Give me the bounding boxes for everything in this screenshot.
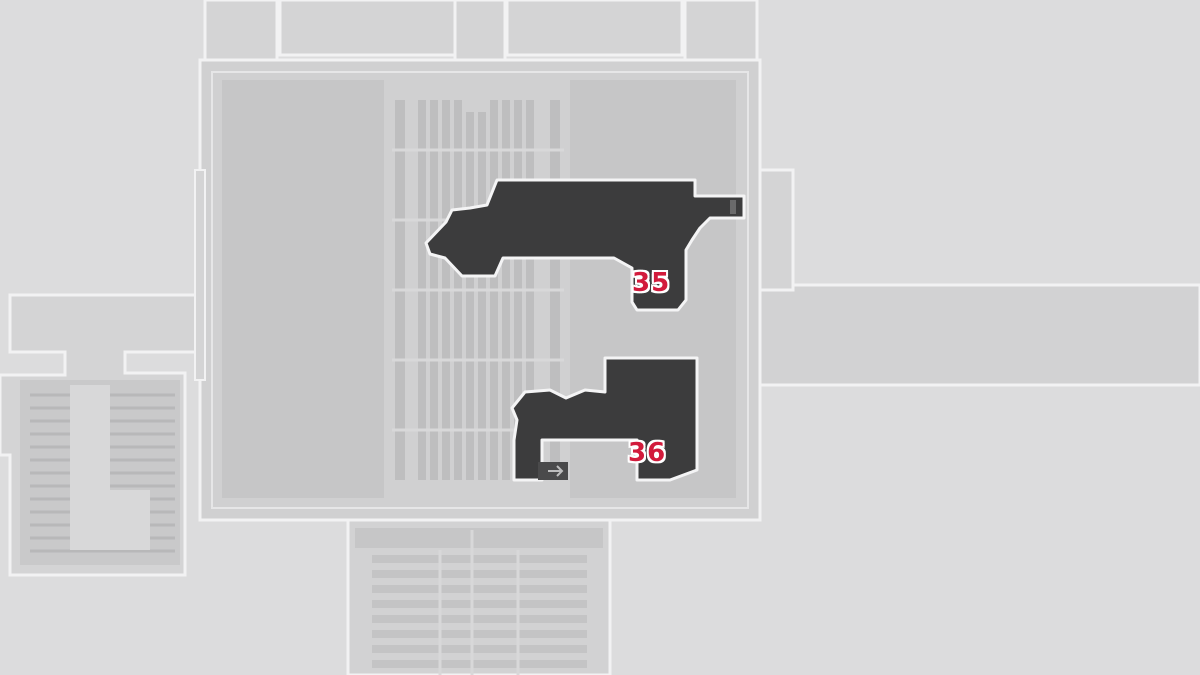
- south-stairs: [372, 555, 587, 668]
- south-entrance-landing: [355, 528, 603, 548]
- area-35-fade: [730, 200, 736, 214]
- highlight-area-35: [424, 178, 746, 312]
- west-annex-landing: [70, 385, 150, 550]
- highlight-area-36: [510, 356, 699, 482]
- main-hall-west-door: [194, 169, 206, 381]
- main-hall-inner-border: [211, 71, 749, 509]
- south-stairs-dividers: [438, 530, 520, 675]
- west-panel: [222, 80, 384, 498]
- marker-label-36[interactable]: 36: [628, 438, 667, 468]
- arrow-right-icon: [548, 465, 564, 477]
- top-rooms: [203, 0, 759, 62]
- east-corridor: [753, 283, 1200, 387]
- marker-label-35[interactable]: 35: [632, 268, 671, 298]
